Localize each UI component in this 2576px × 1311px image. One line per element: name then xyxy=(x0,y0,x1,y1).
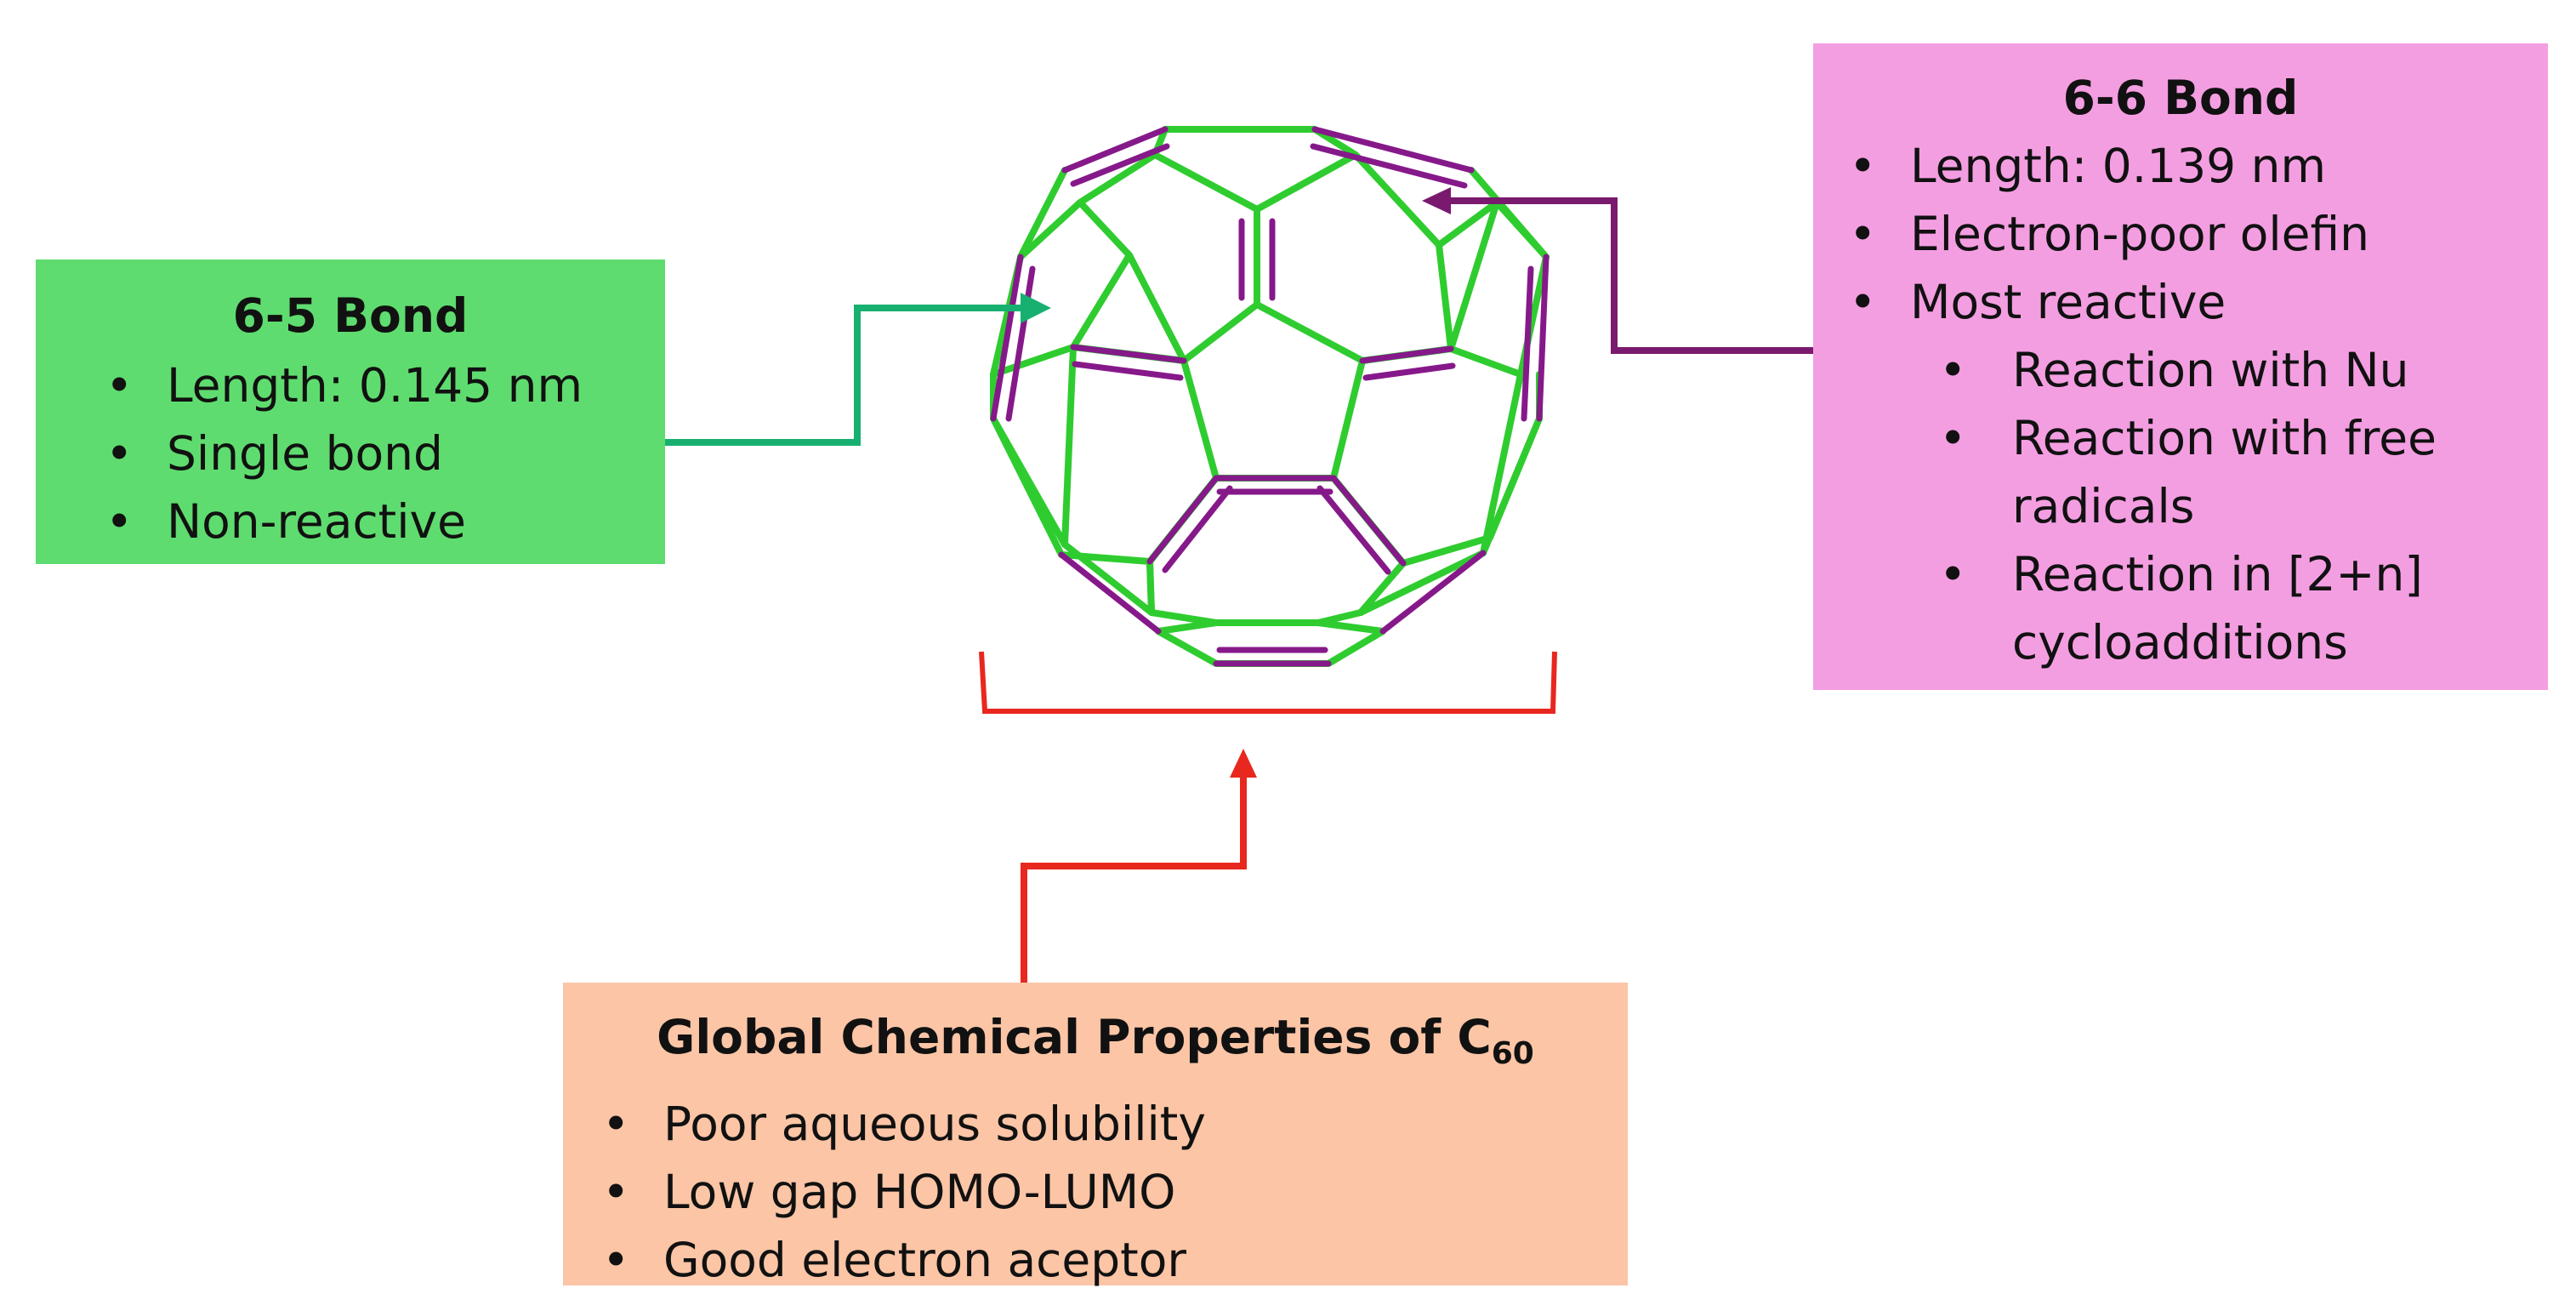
global-bracket xyxy=(979,651,1557,714)
arrow-global xyxy=(1021,766,1247,983)
list-item: Low gap HOMO-LUMO xyxy=(602,1158,1628,1226)
box-global-title-subscript: 60 xyxy=(1491,1036,1534,1071)
list-item: Good electron aceptor xyxy=(602,1226,1628,1294)
arrowhead-6-5-bond xyxy=(1021,293,1051,323)
arrowhead-6-6-bond xyxy=(1422,187,1451,214)
box-global-properties: Global Chemical Properties of C60 Poor a… xyxy=(563,983,1628,1294)
sub-list-item: Reaction with Nu xyxy=(1939,336,2548,404)
box-6-6-title: 6-6 Bond xyxy=(2062,71,2299,125)
arrow-6-5-bond xyxy=(665,305,1043,446)
single-bonds xyxy=(990,126,1550,667)
list-item: Length: 0.139 nm xyxy=(1849,132,2548,200)
list-item: Electron-poor olefin xyxy=(1849,200,2548,268)
box-global-title: Global Chemical Properties of C60 xyxy=(563,1003,1628,1088)
box-6-6-list: Length: 0.139 nm Electron-poor olefin Mo… xyxy=(1849,132,2548,676)
box-6-5-list: Length: 0.145 nm Single bond Non-reactiv… xyxy=(105,351,665,556)
box-6-6-bond: 6-6 Bond Length: 0.139 nm Electron-poor … xyxy=(1813,43,2548,690)
list-item: Single bond xyxy=(105,419,665,487)
box-6-5-title: 6-5 Bond xyxy=(232,288,469,343)
box-global-title-main: Global Chemical Properties of C xyxy=(657,1010,1492,1064)
sub-list-item: Reaction with free radicals xyxy=(1939,404,2488,540)
box-global-list: Poor aqueous solubility Low gap HOMO-LUM… xyxy=(602,1090,1628,1294)
list-item: Poor aqueous solubility xyxy=(602,1090,1628,1158)
list-item: Most reactive xyxy=(1849,268,2548,336)
arrow-6-6-bond xyxy=(1430,197,1813,354)
list-item: Non-reactive xyxy=(105,487,665,556)
box-6-5-bond: 6-5 Bond Length: 0.145 nm Single bond No… xyxy=(36,259,665,564)
sub-list-item: Reaction in [2+n] cycloadditions xyxy=(1939,540,2471,676)
fullerene-c60-structure xyxy=(990,126,1550,667)
list-item: Length: 0.145 nm xyxy=(105,351,665,419)
arrowhead-global xyxy=(1230,749,1257,778)
double-bonds xyxy=(990,126,1550,667)
